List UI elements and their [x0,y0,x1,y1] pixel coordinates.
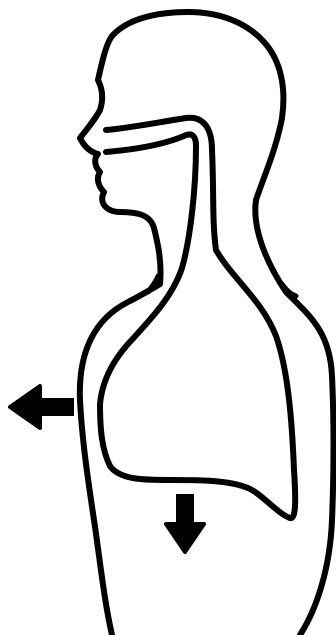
arrow-left-icon [10,386,74,428]
body-outline [80,12,334,635]
arrow-down-icon [166,494,204,552]
